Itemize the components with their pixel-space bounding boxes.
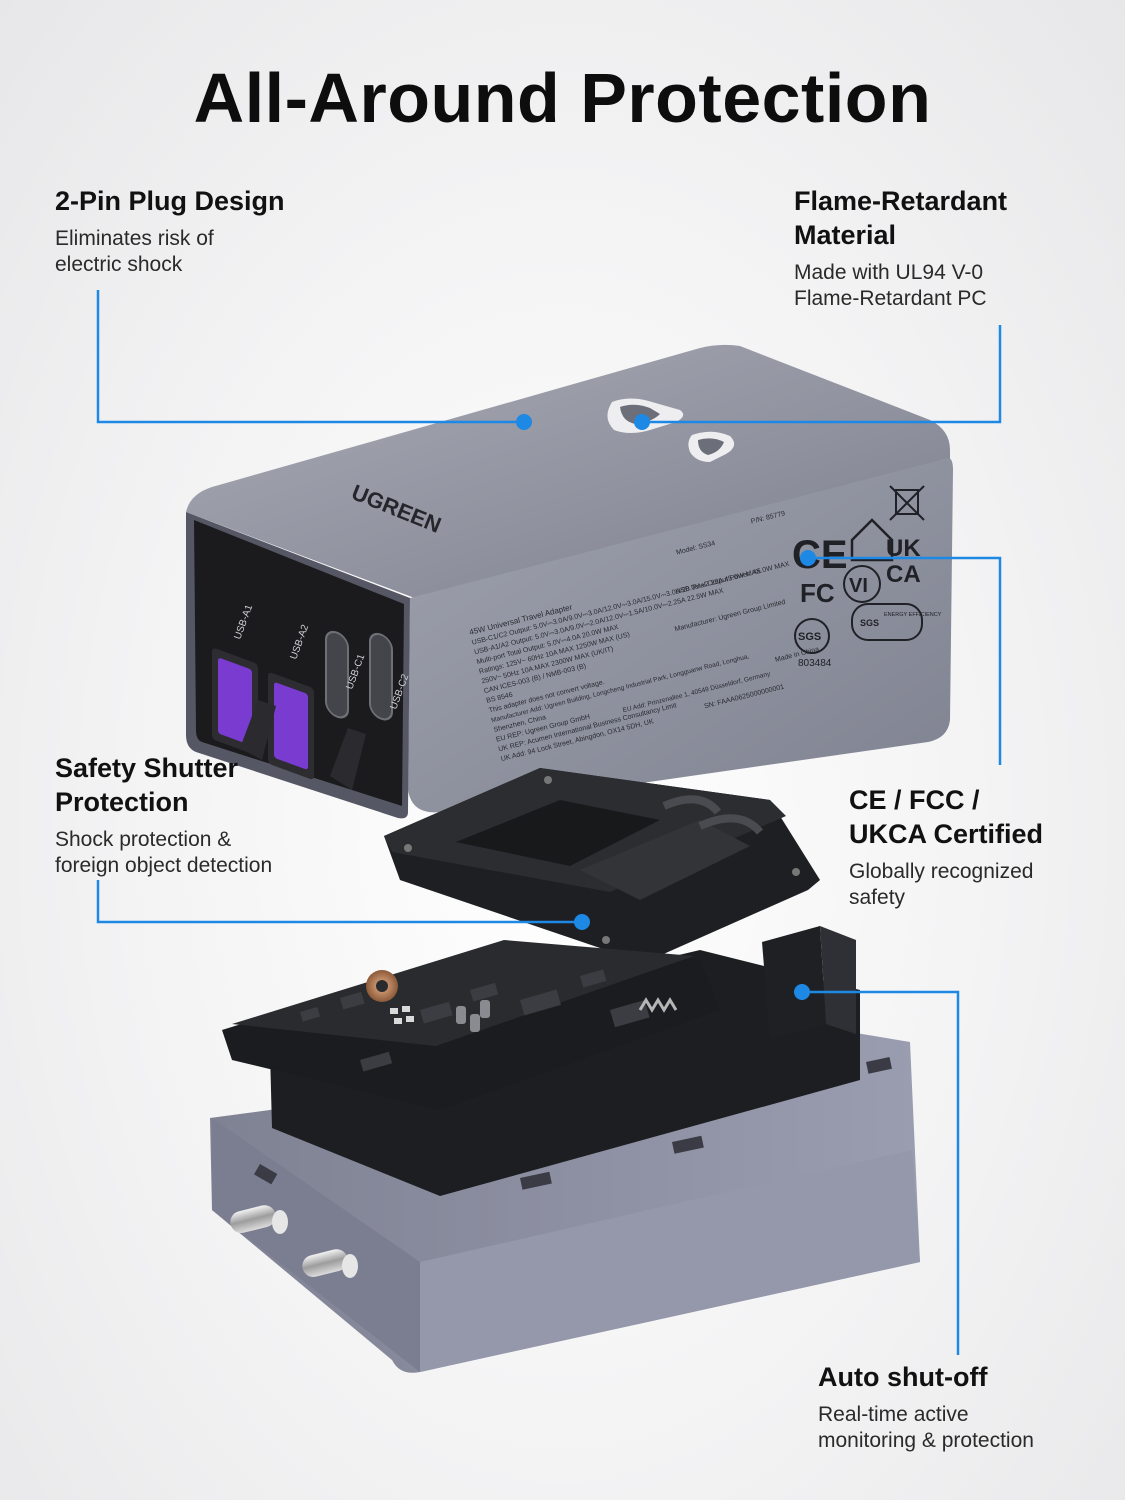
callout-line-shutter bbox=[96, 880, 582, 924]
callout-dot-shutter bbox=[574, 914, 590, 930]
callout-line-plug bbox=[96, 290, 524, 424]
feature-heading: Auto shut-off bbox=[818, 1362, 988, 1392]
callout-dot-certified bbox=[800, 550, 816, 566]
vi-mark-text: VI bbox=[849, 575, 868, 597]
callout-dots bbox=[516, 414, 816, 1000]
feature-heading: 2-Pin Plug Design bbox=[55, 186, 285, 216]
feature-description-line: electric shock bbox=[55, 253, 183, 276]
energy-sgs-text: SGS bbox=[860, 618, 879, 628]
feature-description-line: safety bbox=[849, 886, 906, 909]
safety-shutter-part bbox=[384, 768, 820, 1012]
feature-auto-shutoff: Auto shut-off Real-time active monitorin… bbox=[818, 1360, 1034, 1454]
feature-description-line: Shock protection & bbox=[55, 828, 232, 851]
feature-flame-retardant: Flame-Retardant Material Made with UL94 … bbox=[794, 184, 1007, 312]
feature-description: Made with UL94 V-0 Flame-Retardant PC bbox=[794, 260, 1007, 312]
house-icon bbox=[850, 518, 894, 562]
base-tray-and-pcb bbox=[210, 926, 920, 1373]
feature-description: Eliminates risk of electric shock bbox=[55, 226, 285, 278]
feature-heading-line: Protection bbox=[55, 787, 189, 817]
feature-description: Real-time active monitoring & protection bbox=[818, 1402, 1034, 1454]
feature-heading-line: UKCA Certified bbox=[849, 819, 1044, 849]
callout-line-shutoff bbox=[802, 990, 960, 1355]
feature-heading-line: CE / FCC / bbox=[849, 785, 980, 815]
page-title: All-Around Protection bbox=[193, 59, 932, 137]
feature-heading: Flame-Retardant Material bbox=[794, 184, 1007, 252]
callout-dot-flame bbox=[634, 414, 650, 430]
plug-pin-icon bbox=[230, 1205, 358, 1278]
feature-description-line: Flame-Retardant PC bbox=[794, 287, 987, 310]
feature-certified: CE / FCC / UKCA Certified Globally recog… bbox=[849, 783, 1043, 911]
feature-description: Shock protection & foreign object detect… bbox=[55, 827, 272, 879]
callout-line-flame bbox=[642, 325, 1002, 424]
charger-housing: UGREEN USB-A1 USB-A2 USB-C1 USB-C2 45W U… bbox=[186, 344, 953, 819]
usb-port-group bbox=[212, 630, 393, 780]
feature-description-line: Made with UL94 V-0 bbox=[794, 261, 984, 284]
energy-efficiency-mark-icon bbox=[851, 603, 923, 641]
feature-heading: CE / FCC / UKCA Certified bbox=[849, 783, 1043, 851]
feature-description-line: Real-time active bbox=[818, 1403, 969, 1426]
callout-dot-plug bbox=[516, 414, 532, 430]
feature-description-line: Eliminates risk of bbox=[55, 227, 214, 250]
ce-mark-icon: CE bbox=[792, 533, 848, 577]
cert-number: 803484 bbox=[798, 658, 832, 669]
sgs-mark-icon bbox=[794, 618, 830, 654]
callout-dot-shutoff bbox=[794, 984, 810, 1000]
feature-safety-shutter: Safety Shutter Protection Shock protecti… bbox=[55, 751, 272, 879]
energy-efficiency-text: ENERGY EFFICIENCY bbox=[884, 612, 942, 618]
callout-lines bbox=[96, 290, 1002, 1355]
weee-bin-icon bbox=[889, 485, 925, 521]
fcc-mark-icon: FC bbox=[800, 578, 835, 608]
feature-description-line: foreign object detection bbox=[55, 854, 273, 877]
sgs-mark-text: SGS bbox=[798, 631, 821, 643]
feature-heading-line: Material bbox=[794, 220, 897, 250]
callout-line-certified bbox=[808, 556, 1002, 765]
feature-2-pin-plug: 2-Pin Plug Design Eliminates risk of ele… bbox=[55, 184, 285, 278]
feature-heading: Safety Shutter Protection bbox=[55, 751, 272, 819]
feature-description: Globally recognized safety bbox=[849, 859, 1043, 911]
feature-heading-line: Flame-Retardant bbox=[794, 186, 1008, 216]
certification-marks: CE UK CA FC VI SGS SGS ENERGY EFFICIENCY… bbox=[792, 485, 942, 669]
ukca-mark-icon: CA bbox=[886, 561, 921, 588]
feature-description-line: monitoring & protection bbox=[818, 1429, 1034, 1452]
feature-heading-line: Safety Shutter bbox=[55, 753, 239, 783]
vi-mark-icon bbox=[843, 565, 881, 603]
feature-description-line: Globally recognized bbox=[849, 860, 1034, 883]
